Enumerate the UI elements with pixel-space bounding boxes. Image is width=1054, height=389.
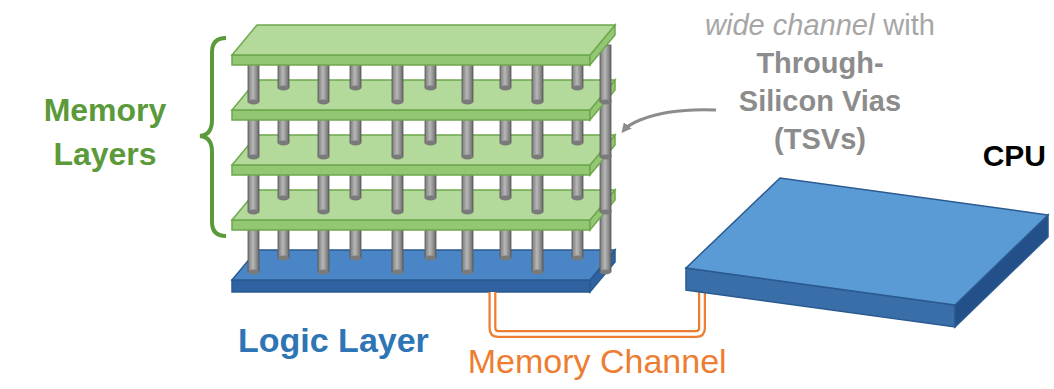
tsv-pillar-base xyxy=(350,141,361,146)
memory-brace xyxy=(200,38,226,236)
tsv-pillar-base xyxy=(600,100,611,105)
memory-plate xyxy=(232,80,615,120)
tsv-pillar-base xyxy=(392,210,403,215)
tsv-pillar-base xyxy=(318,155,329,160)
tsv-pillar-base xyxy=(350,196,361,201)
tsv-pillar-base xyxy=(532,100,543,105)
tsv-pillar xyxy=(600,45,611,102)
tsv-pillar-base xyxy=(500,86,511,91)
tsv-pointer xyxy=(624,110,716,130)
tsv-pillar xyxy=(600,100,611,157)
logic-layer: Logic Layer xyxy=(232,250,615,292)
tsv-pillar-base xyxy=(532,210,543,215)
tsv-pillar-base xyxy=(425,86,436,91)
tsv-pillar-base xyxy=(425,141,436,146)
tsv-pillar-base xyxy=(318,100,329,105)
layer-label: Memory Layers xyxy=(5,88,205,176)
tsv-pillar-base xyxy=(600,270,611,275)
tsv-pillar-base xyxy=(600,155,611,160)
tsv-pillar-base xyxy=(350,86,361,91)
tsv-pillar-base xyxy=(425,256,436,261)
tsv-pillar-base xyxy=(462,210,473,215)
memory-plate xyxy=(232,190,615,230)
logic-layer-label: Logic Layer xyxy=(238,320,429,360)
tsv-pillar-base xyxy=(278,256,289,261)
tsv-pillar-base xyxy=(572,256,583,261)
tsv-pillar-base xyxy=(500,256,511,261)
tsv-pillar-base xyxy=(278,141,289,146)
channel-label: Memory Channel xyxy=(468,341,727,381)
tsv-pillar-base xyxy=(278,86,289,91)
tsv-pillar-base xyxy=(278,196,289,201)
tsv-label: Through-Silicon Vias (TSVs) xyxy=(730,44,910,158)
tsv-pillar-base xyxy=(500,196,511,201)
tsv-pillar-base xyxy=(572,86,583,91)
tsv-pillar-base xyxy=(500,141,511,146)
tsv-pillar-base xyxy=(462,155,473,160)
tsv-pillar-base xyxy=(425,196,436,201)
tsv-pillar-base xyxy=(248,100,259,105)
tsv-note: with xyxy=(883,6,935,44)
tsv-pillar-base xyxy=(572,196,583,201)
tsv-pillar-base xyxy=(392,270,403,275)
tsv-pillar-base xyxy=(318,210,329,215)
cpu-chip: CPU xyxy=(686,178,1048,328)
tsv-pillar xyxy=(600,210,611,272)
tsv-pillar-base xyxy=(462,270,473,275)
tsv-pillar-base xyxy=(532,270,543,275)
tsv-pillar-base xyxy=(392,100,403,105)
tsv-pillar-base xyxy=(248,210,259,215)
tsv-pillar-base xyxy=(462,100,473,105)
tsv-note: wide channel xyxy=(705,6,874,44)
tsv-pillar xyxy=(600,155,611,212)
tsv-pillar-base xyxy=(318,270,329,275)
tsv-pillar-base xyxy=(248,270,259,275)
tsv-pillar-base xyxy=(350,256,361,261)
memory-plate xyxy=(232,135,615,175)
tsv-pillar-base xyxy=(600,210,611,215)
tsv-pillar-base xyxy=(532,155,543,160)
logic-plate xyxy=(232,250,615,292)
tsv-pillar-base xyxy=(572,141,583,146)
memory-channel-line xyxy=(492,292,702,334)
cpu-slab xyxy=(686,178,1048,328)
memory-plate xyxy=(232,25,615,65)
cpu-chip-label: CPU xyxy=(983,138,1046,174)
tsv-pillar-base xyxy=(392,155,403,160)
tsv-pillar-base xyxy=(248,155,259,160)
